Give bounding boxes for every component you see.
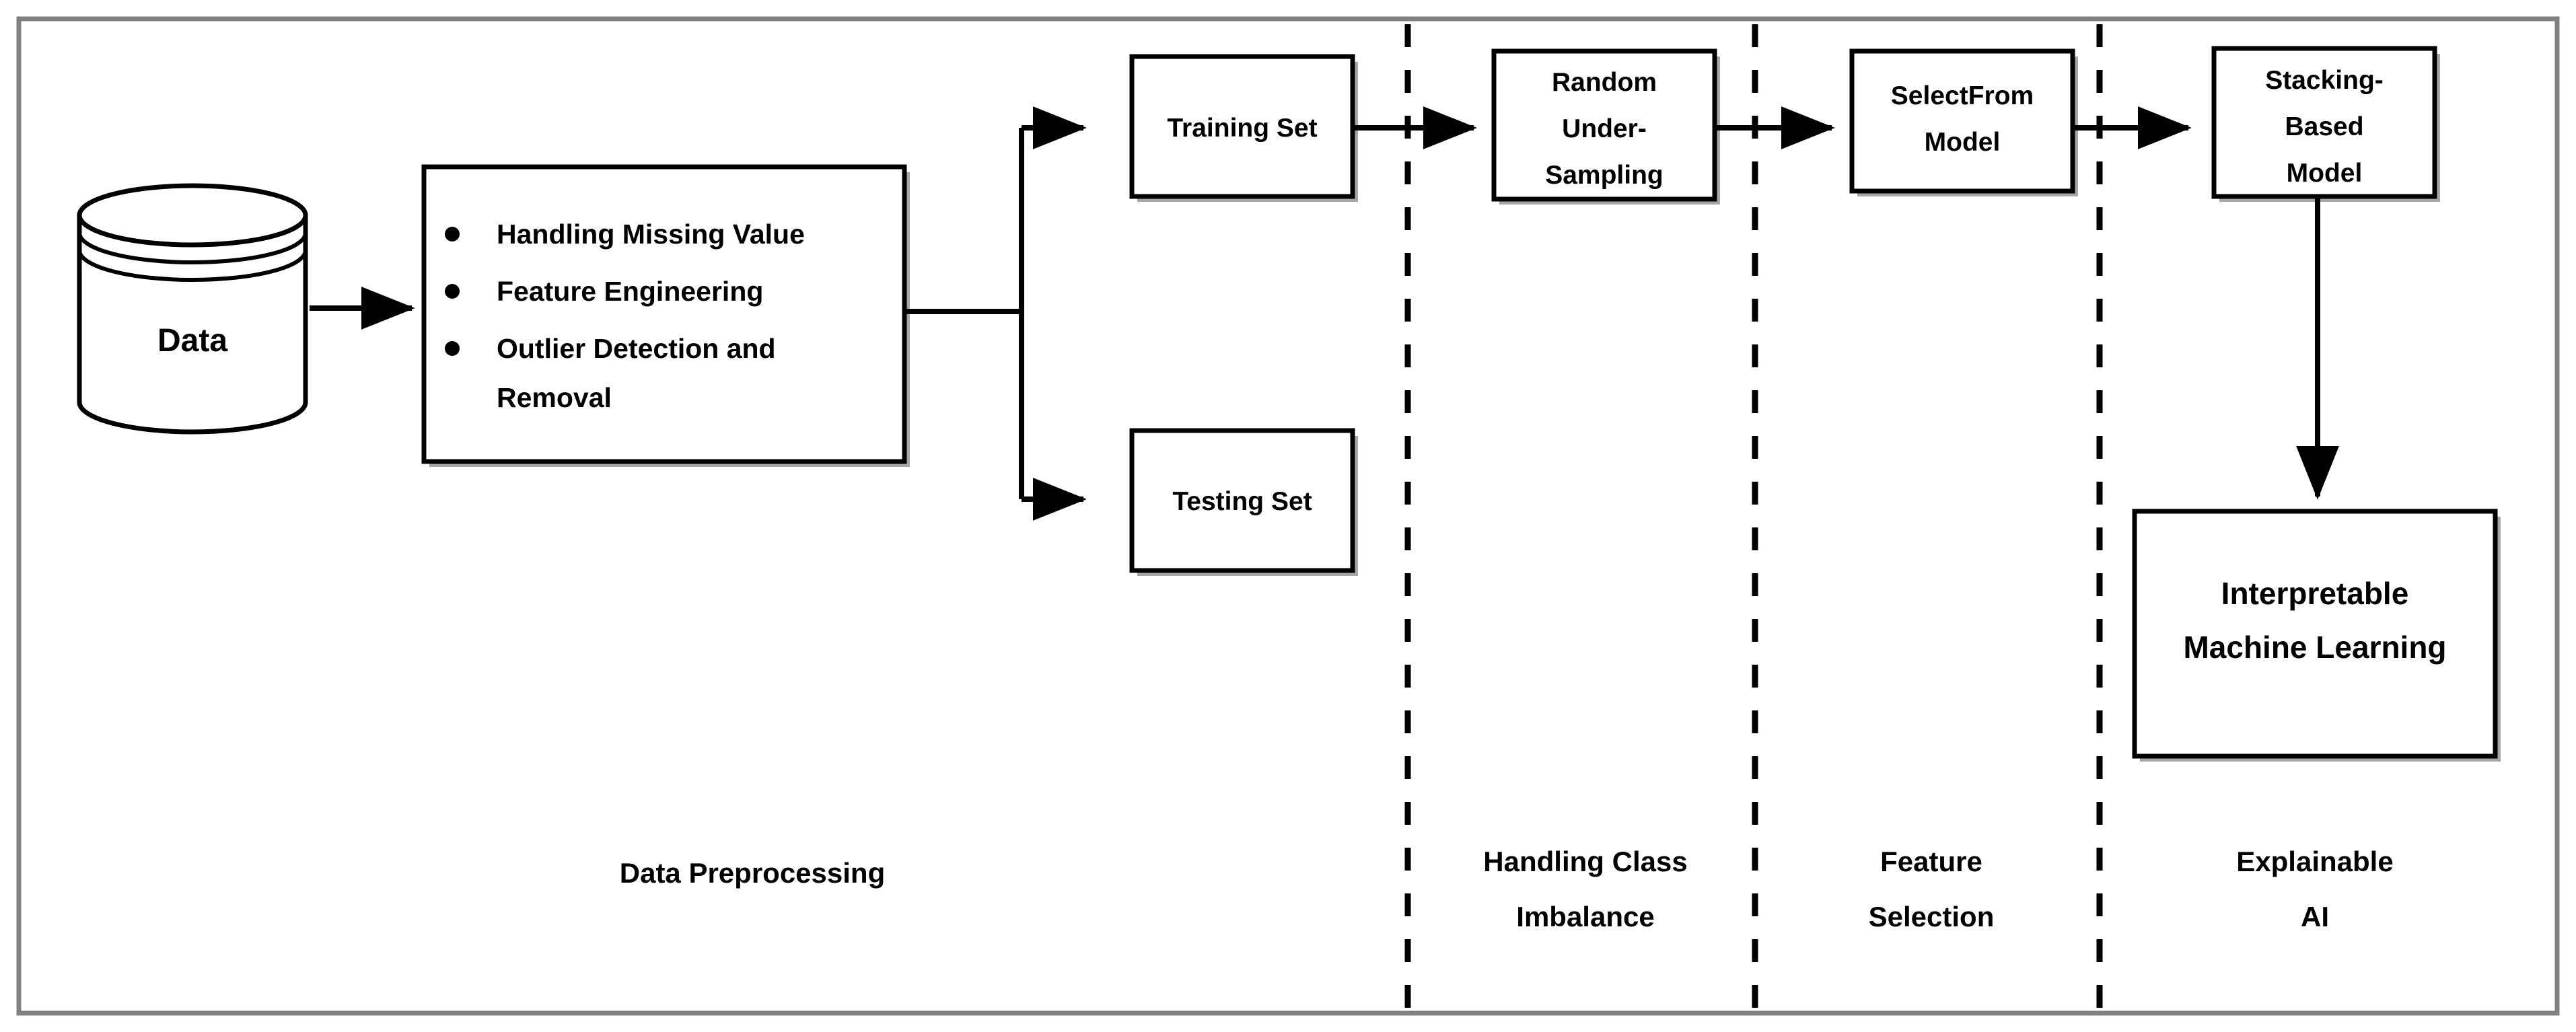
stage-label-explainable-ai-line-0: Explainable <box>2236 846 2393 877</box>
cylinder-ring-2 <box>77 250 308 282</box>
stage-label-explainable-ai-line-1: AI <box>2301 901 2329 932</box>
stage-caption-handling-class-imbalance: Handling Class Imbalance <box>1483 846 1687 932</box>
interpretable-label-line-1: Machine Learning <box>2183 630 2446 665</box>
node-interpretable-ml: Interpretable Machine Learning <box>2132 509 2501 762</box>
outer-frame <box>16 16 2560 1016</box>
node-data-source: Data <box>77 183 308 435</box>
cylinder-top <box>77 183 308 248</box>
node-stacking-based-model: Stacking- Based Model <box>2211 46 2440 202</box>
rus-box <box>1491 48 1717 202</box>
node-preprocessing: Handling Missing Value Feature Engineeri… <box>421 164 910 467</box>
stage-caption-explainable-ai: Explainable AI <box>2236 846 2393 932</box>
preprocessing-bullet-2: Outlier Detection and <box>497 333 776 364</box>
stacking-label-line-1: Based <box>2285 112 2363 141</box>
node-random-under-sampling: Random Under- Sampling <box>1491 48 1720 205</box>
stage-label-feature-selection-line-0: Feature <box>1880 846 1982 877</box>
cylinder-body <box>77 213 308 435</box>
stacking-box <box>2211 46 2437 199</box>
data-source-label: Data <box>157 323 227 359</box>
connector-split-train-test <box>904 106 1087 521</box>
rus-label-line-0: Random <box>1552 68 1657 97</box>
stacking-label-line-0: Stacking- <box>2265 66 2384 95</box>
testing-set-box <box>1129 428 1355 573</box>
cylinder-ring-1 <box>77 232 308 264</box>
rus-label-line-1: Under- <box>1562 114 1647 143</box>
stage-label-data-preprocessing-line-0: Data Preprocessing <box>620 857 886 889</box>
node-training-set: Training Set <box>1129 54 1358 202</box>
node-testing-set: Testing Set <box>1129 428 1358 576</box>
training-set-label: Training Set <box>1167 114 1317 143</box>
stage-label-feature-selection-line-1: Selection <box>1869 901 1995 932</box>
interpretable-box <box>2132 509 2498 759</box>
preprocessing-bullet-0: Handling Missing Value <box>497 219 805 250</box>
bullet-dot-icon <box>445 227 460 242</box>
preprocessing-box <box>421 164 907 464</box>
stacking-label-line-2: Model <box>2287 159 2363 188</box>
stage-caption-data-preprocessing: Data Preprocessing <box>620 857 886 889</box>
bullet-dot-icon <box>445 284 460 299</box>
training-set-box <box>1129 54 1355 199</box>
preprocessing-bullet-3: Removal <box>497 382 612 413</box>
sfm-label-line-1: Model <box>1925 128 2001 157</box>
stage-label-handling-class-imbalance-line-1: Imbalance <box>1516 901 1654 932</box>
stage-label-handling-class-imbalance-line-0: Handling Class <box>1483 846 1687 877</box>
stage-caption-feature-selection: Feature Selection <box>1869 846 1995 932</box>
node-select-from-model: SelectFrom Model <box>1849 48 2078 196</box>
sfm-box <box>1849 48 2075 194</box>
rus-label-line-2: Sampling <box>1545 161 1663 190</box>
bullet-dot-icon <box>445 341 460 356</box>
interpretable-label-line-0: Interpretable <box>2221 576 2409 611</box>
sfm-label-line-0: SelectFrom <box>1891 81 2034 110</box>
preprocessing-bullet-1: Feature Engineering <box>497 276 763 307</box>
testing-set-label: Testing Set <box>1172 487 1312 516</box>
